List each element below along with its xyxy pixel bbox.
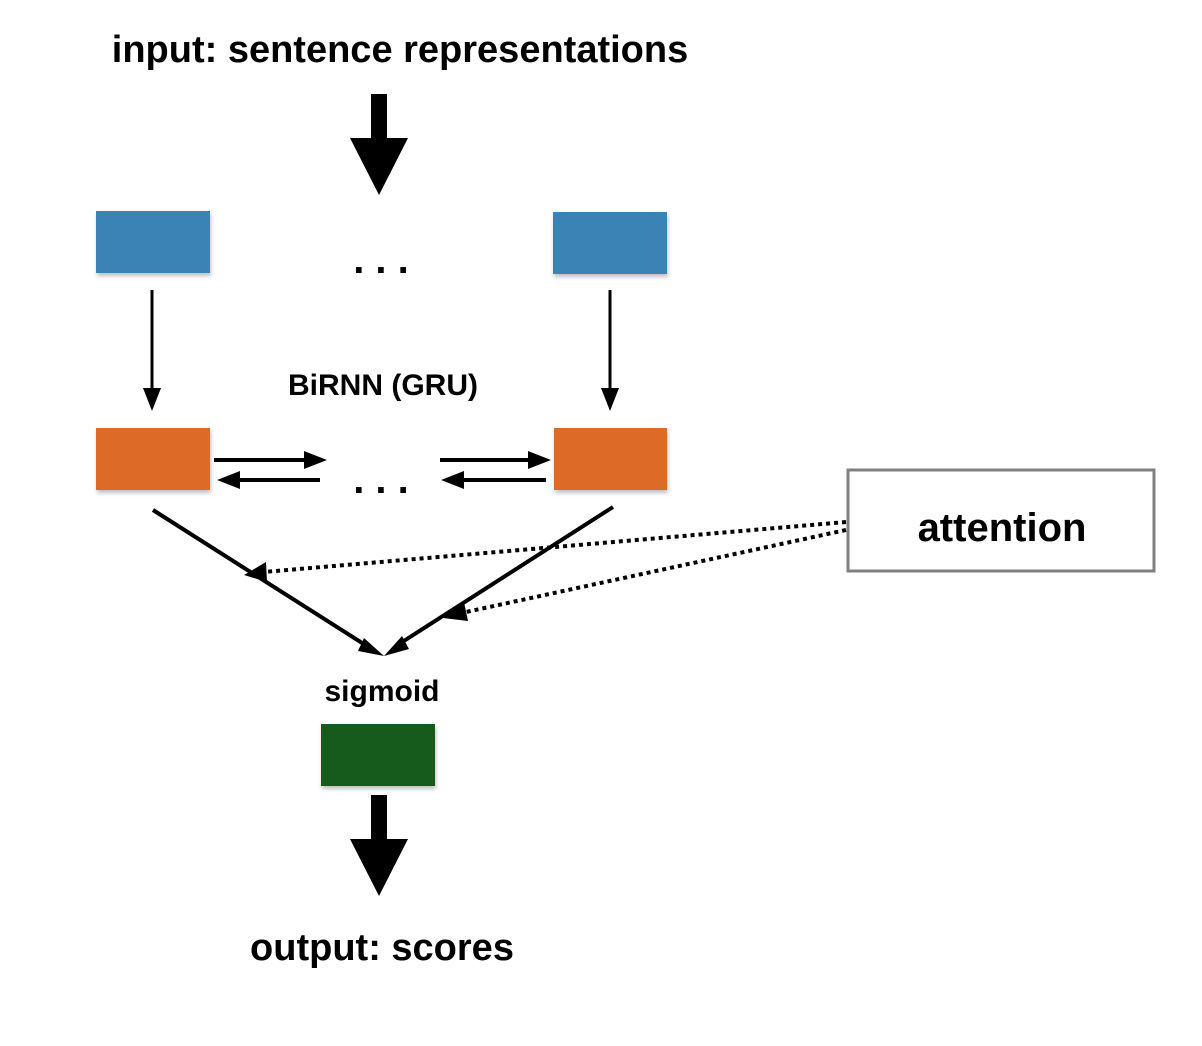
input-arrow	[350, 94, 408, 195]
down-arrow-right	[601, 290, 619, 411]
ellipsis-top: . . .	[353, 238, 409, 282]
bidir-arrows-left	[214, 451, 327, 489]
sigmoid-node	[321, 724, 435, 786]
ellipsis-mid: . . .	[353, 458, 409, 502]
converge-arrow-right	[384, 505, 615, 656]
output-arrow	[350, 795, 408, 896]
rnn-node-left	[96, 428, 210, 490]
attention-label: attention	[918, 506, 1087, 550]
converge-arrow-left	[151, 508, 384, 656]
attention-arrow-right	[443, 528, 847, 621]
input-node-left	[96, 211, 210, 273]
attention-box	[846, 468, 1156, 573]
bidir-arrows-right	[440, 451, 551, 489]
rnn-node-right	[554, 428, 667, 490]
birnn-label: BiRNN (GRU)	[288, 369, 478, 402]
input-label: input: sentence representations	[112, 29, 688, 71]
attention-arrow-left	[244, 520, 847, 582]
output-label: output: scores	[250, 927, 514, 969]
sigmoid-label: sigmoid	[324, 675, 439, 708]
input-node-right	[553, 212, 667, 274]
down-arrow-left	[143, 290, 161, 411]
